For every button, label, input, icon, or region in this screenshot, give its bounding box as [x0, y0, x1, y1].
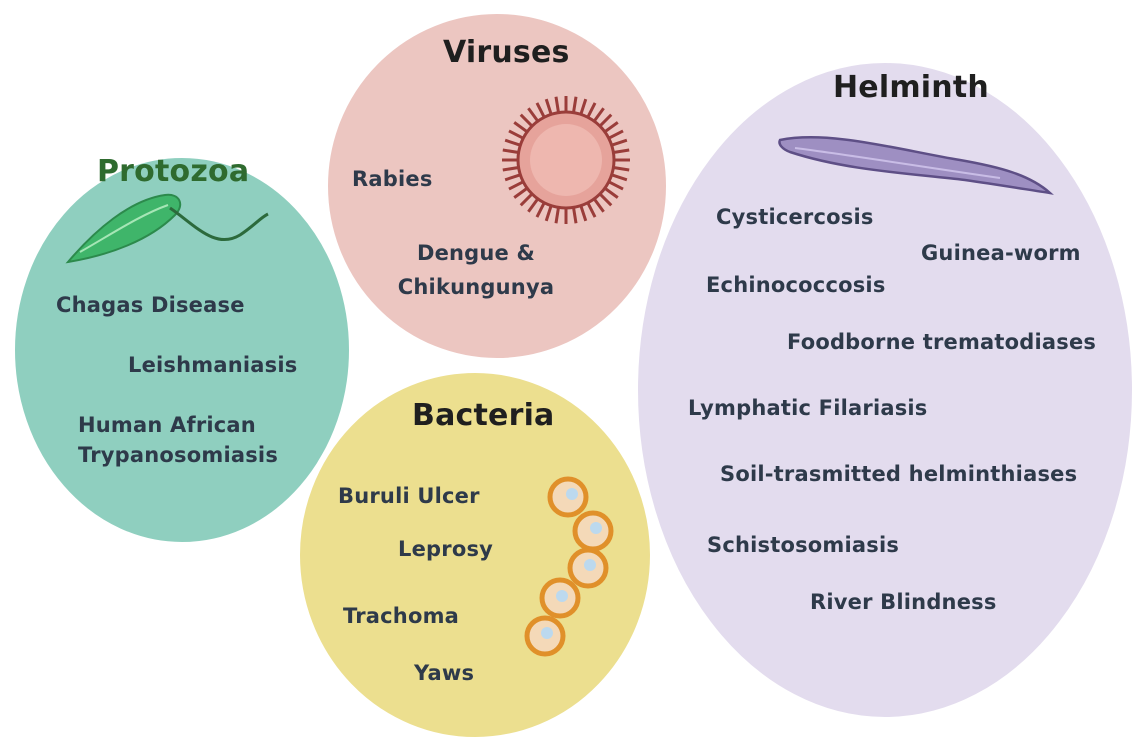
protozoa-item-hat: Human African Trypanosomiasis [78, 410, 278, 470]
viruses-item-rabies: Rabies [352, 167, 433, 191]
helminth-item-foodborne: Foodborne trematodiases [787, 330, 1096, 354]
viruses-item-dengue: Dengue & Chikungunya [376, 236, 576, 304]
protozoa-bubble [12, 155, 352, 545]
helminth-item-schisto: Schistosomiasis [707, 533, 899, 557]
viruses-title: Viruses [443, 35, 570, 70]
helminth-item-lymphatic: Lymphatic Filariasis [688, 396, 928, 420]
bacteria-item-trachoma: Trachoma [343, 604, 459, 628]
bacteria-title: Bacteria [412, 398, 555, 433]
virus-icon [502, 96, 630, 224]
helminth-item-soil: Soil-trasmitted helminthiases [720, 462, 1077, 486]
bacteria-item-buruli: Buruli Ulcer [338, 484, 480, 508]
helminth-item-echinococcosis: Echinococcosis [706, 273, 886, 297]
bacteria-item-leprosy: Leprosy [398, 537, 493, 561]
protozoa-title: Protozoa [97, 154, 249, 189]
helminth-item-guinea-worm: Guinea-worm [921, 241, 1081, 265]
helminth-item-river: River Blindness [810, 590, 997, 614]
protozoa-item-leishmaniasis: Leishmaniasis [128, 353, 297, 377]
protozoa-item-chagas: Chagas Disease [56, 293, 245, 317]
helminth-item-cysticercosis: Cysticercosis [716, 205, 874, 229]
helminth-title: Helminth [833, 70, 989, 105]
bacteria-item-yaws: Yaws [414, 661, 474, 685]
